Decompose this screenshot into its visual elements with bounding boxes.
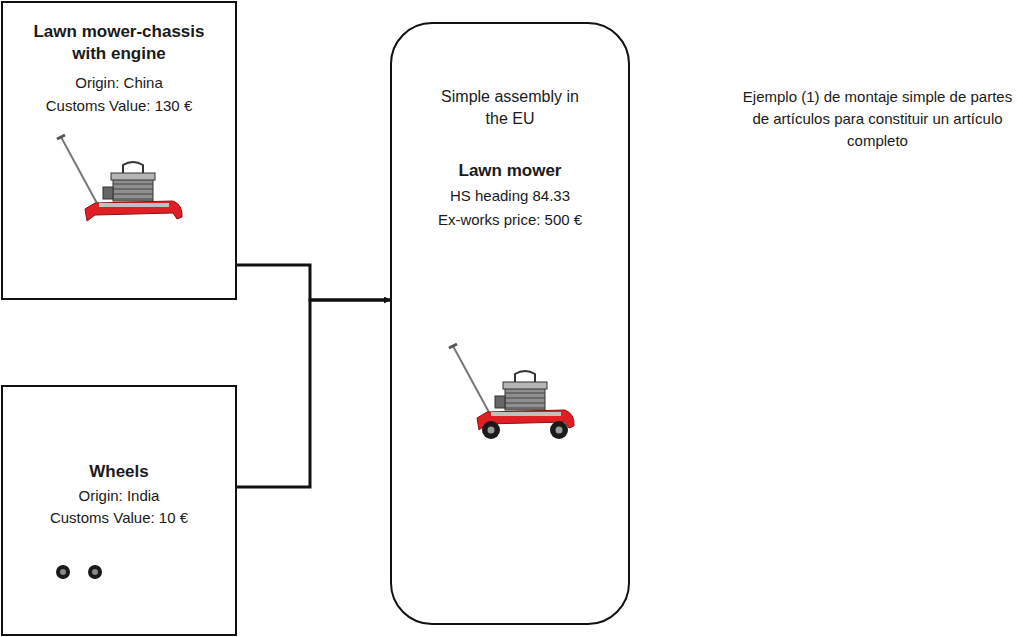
mower-illustration bbox=[449, 344, 574, 439]
mower-group bbox=[449, 344, 574, 439]
mower-handle bbox=[61, 137, 99, 207]
engine-fin bbox=[113, 189, 153, 190]
node-text: Customs Value: 130 € bbox=[9, 96, 229, 116]
deck-plate bbox=[99, 203, 169, 207]
loose-wheel bbox=[88, 565, 102, 579]
wheel-hub bbox=[556, 427, 563, 434]
engine-fin bbox=[113, 184, 153, 185]
engine-cover bbox=[503, 382, 547, 389]
mower-deck bbox=[85, 201, 182, 221]
node-text: Origin: India bbox=[9, 486, 229, 506]
assembly-box: Simple assembly in the EU Lawn mower HS he… bbox=[390, 22, 630, 625]
engine-block bbox=[113, 179, 153, 201]
mower-grip bbox=[449, 344, 457, 348]
engine-handle bbox=[515, 371, 535, 382]
flow-connector bbox=[237, 300, 390, 487]
node-text: HS heading 84.33 bbox=[400, 186, 620, 206]
wheel-hub bbox=[488, 427, 495, 434]
engine-cover bbox=[111, 173, 155, 180]
engine-fin bbox=[505, 398, 545, 399]
caption-text: Ejemplo (1) de montaje simple de partes … bbox=[735, 86, 1020, 152]
mower-wheel bbox=[550, 421, 568, 439]
part-box: WheelsOrigin: IndiaCustoms Value: 10 € bbox=[1, 385, 237, 636]
node-text: Simple assembly in the EU bbox=[435, 86, 585, 130]
mower-wheel bbox=[482, 421, 500, 439]
loose-wheel bbox=[56, 565, 70, 579]
wheel-hub bbox=[60, 569, 66, 575]
mower-handle bbox=[453, 346, 491, 416]
node-text: Origin: China bbox=[9, 73, 229, 93]
mower-grip bbox=[57, 135, 65, 139]
engine-fin bbox=[505, 393, 545, 394]
engine-fin bbox=[505, 403, 545, 404]
mower-group bbox=[57, 135, 182, 221]
node-text: Customs Value: 10 € bbox=[9, 508, 229, 528]
node-text: Ex-works price: 500 € bbox=[400, 210, 620, 230]
engine-block bbox=[505, 388, 545, 410]
engine-fin bbox=[113, 199, 153, 200]
engine-side bbox=[103, 187, 113, 199]
node-heading: Wheels bbox=[19, 461, 219, 483]
engine-fin bbox=[505, 408, 545, 409]
engine-handle bbox=[123, 162, 143, 173]
engine-side bbox=[495, 396, 505, 408]
deck-plate bbox=[491, 412, 561, 416]
mower-illustration bbox=[57, 135, 182, 221]
node-heading: Lawn mower-chassis with engine bbox=[19, 21, 219, 65]
flow-connector bbox=[237, 265, 390, 300]
wheel-hub bbox=[92, 569, 98, 575]
engine-fin bbox=[113, 194, 153, 195]
node-heading: Lawn mower bbox=[400, 160, 620, 182]
part-box: Lawn mower-chassis with engineOrigin: Ch… bbox=[1, 1, 237, 300]
